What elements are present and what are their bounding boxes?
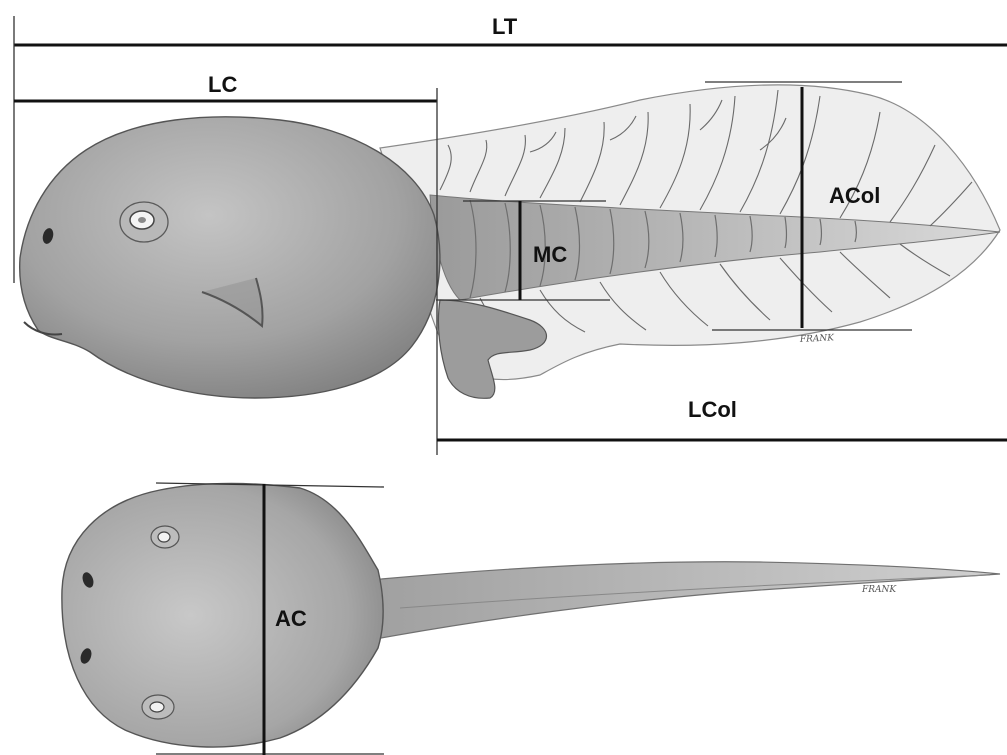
tadpole-lateral-view: FRANK <box>20 85 1000 399</box>
head-body-lateral <box>20 117 440 398</box>
label-lt: LT <box>492 14 518 39</box>
head-body-dorsal <box>62 483 383 747</box>
eye-lateral <box>120 202 168 242</box>
eye-dorsal-top <box>151 526 179 548</box>
tadpole-dorsal-view: FRANK <box>62 483 1000 747</box>
label-ac: AC <box>275 606 307 631</box>
label-lc: LC <box>208 72 237 97</box>
label-acol: ACol <box>829 183 880 208</box>
artist-signature-lateral: FRANK <box>799 333 836 345</box>
artist-signature-dorsal: FRANK <box>861 585 897 595</box>
eye-dorsal-bottom <box>142 695 174 719</box>
tail-dorsal <box>370 562 1000 640</box>
label-mc: MC <box>533 242 567 267</box>
label-lcol: LCol <box>688 397 737 422</box>
